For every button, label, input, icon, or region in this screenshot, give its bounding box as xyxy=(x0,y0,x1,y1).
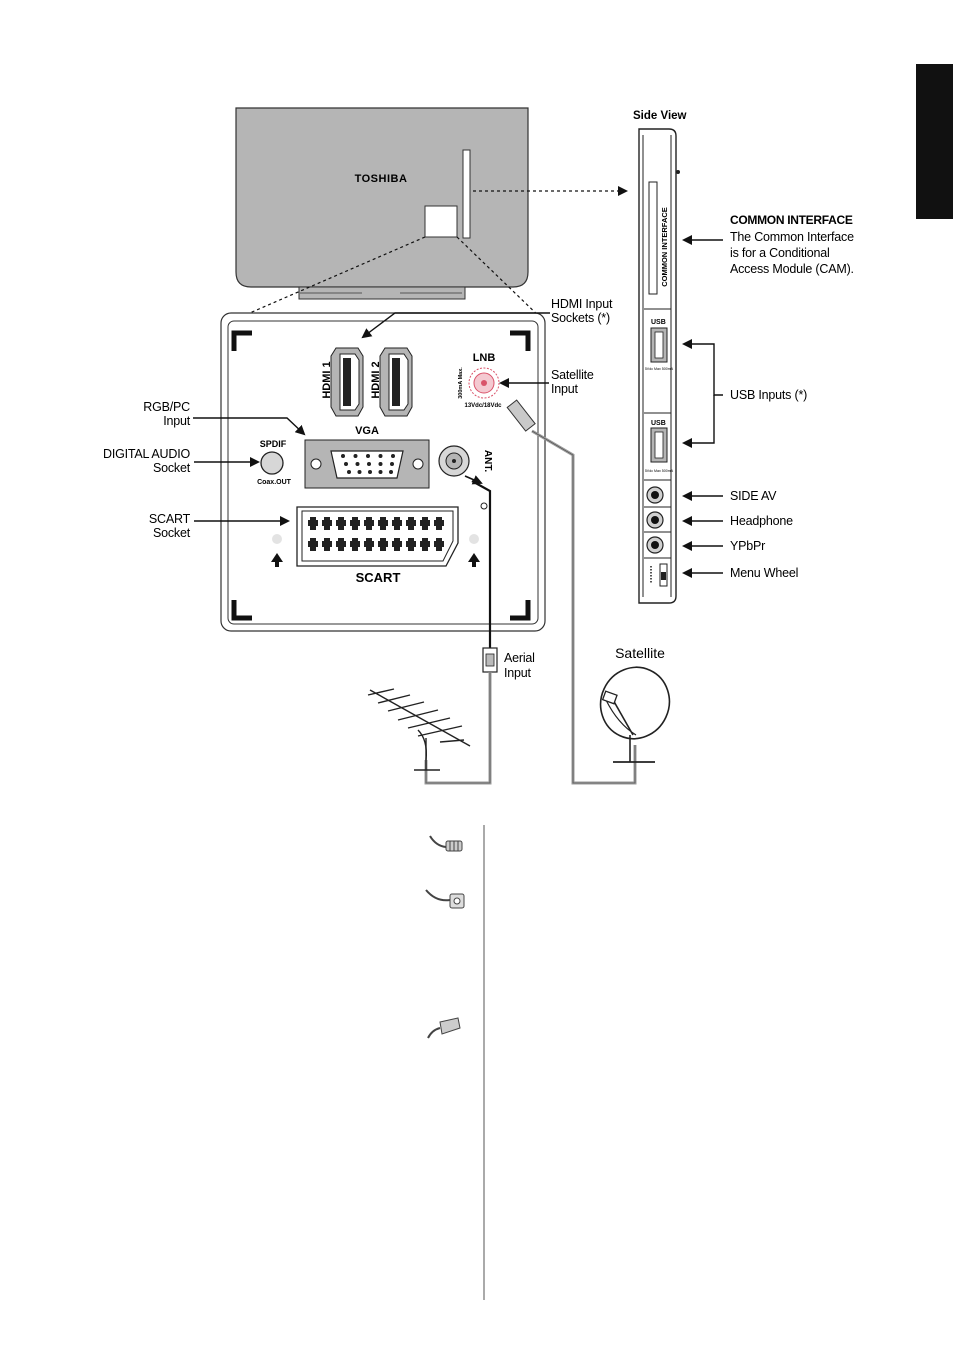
tv-front: TOSHIBA xyxy=(235,107,529,300)
menu-wheel-callout: Menu Wheel xyxy=(730,566,798,580)
hdmi1-socket[interactable] xyxy=(330,347,364,417)
aerial-antenna xyxy=(367,688,471,771)
language-tab xyxy=(916,64,953,219)
usb1-label: USB xyxy=(651,319,666,326)
scart-pin-head xyxy=(392,541,402,547)
side-common-interface-label: COMMON INTERFACE xyxy=(660,207,669,287)
side-av-callout: SIDE AV xyxy=(730,489,777,503)
scart-label: SCART xyxy=(356,570,401,585)
scart-pin-head xyxy=(406,520,416,526)
vga-pin xyxy=(357,470,362,474)
usb1-spec: 5Vdc Max 500mA xyxy=(645,367,674,371)
usb2-spec: 5Vdc Max 500mA xyxy=(645,469,674,473)
vga-pin xyxy=(366,454,370,458)
satellite-plug-icon xyxy=(425,889,465,909)
vga-socket[interactable] xyxy=(304,439,430,489)
vga-pin xyxy=(355,462,360,466)
scart-pin-head xyxy=(392,520,402,526)
vga-pin xyxy=(378,470,383,474)
satellite-dish xyxy=(599,666,671,763)
vga-pin xyxy=(341,454,345,458)
rear-panel: HDMI 1 HDMI 2 LNB 300mA Max. 13Vdc/18Vdc… xyxy=(220,312,546,632)
scart-pin-head xyxy=(364,541,374,547)
aerial-plug-icon xyxy=(429,835,463,852)
ant-label: ANT. xyxy=(482,450,493,472)
lnb-max-label: 300mA Max. xyxy=(458,367,464,399)
usb-inputs-callout: USB Inputs (*) xyxy=(730,388,807,402)
side-view-panel: COMMON INTERFACE USB 5Vdc Max 500mA USB … xyxy=(638,128,680,604)
ypbpr-callout: YPbPr xyxy=(730,539,765,553)
vga-pin xyxy=(390,462,394,466)
scart-pin-head xyxy=(378,520,388,526)
scart-pin-head xyxy=(378,541,388,547)
vga-pin xyxy=(353,454,358,458)
scart-pin-head xyxy=(364,520,374,526)
scart-plug-icon xyxy=(427,1017,461,1039)
coax-out-label: Coax.OUT xyxy=(257,479,292,486)
scart-pin-head xyxy=(322,541,332,547)
vga-pin xyxy=(389,470,393,474)
scart-pin-head xyxy=(434,541,444,547)
vga-pin xyxy=(344,462,348,466)
satellite-title: Satellite xyxy=(615,645,665,661)
hdmi2-label: HDMI 2 xyxy=(370,361,382,398)
satellite-cable xyxy=(506,399,637,785)
vga-pin xyxy=(378,462,383,466)
scart-pin-head xyxy=(336,520,346,526)
scart-pin-head xyxy=(406,541,416,547)
vga-label: VGA xyxy=(355,425,379,437)
scart-pin-head xyxy=(308,541,318,547)
common-interface-title: COMMON INTERFACE xyxy=(730,213,853,227)
side-view-title: Side View xyxy=(633,110,687,122)
ant-socket[interactable] xyxy=(438,445,470,477)
spdif-socket[interactable] xyxy=(260,451,284,475)
usb2-label: USB xyxy=(651,420,666,427)
vga-pin xyxy=(378,454,383,458)
scart-pin-head xyxy=(420,520,430,526)
vga-pins xyxy=(341,454,395,474)
brand-logo: TOSHIBA xyxy=(355,173,408,185)
vga-pin xyxy=(347,470,351,474)
side-av-jack[interactable] xyxy=(646,486,664,504)
hdmi1-label: HDMI 1 xyxy=(321,361,333,398)
aerial-cable xyxy=(424,475,498,785)
lnb-socket[interactable] xyxy=(468,367,500,399)
lnb-volt-label: 13Vdc/18Vdc xyxy=(464,403,502,409)
lnb-label: LNB xyxy=(473,352,496,364)
scart-pin-head xyxy=(308,520,318,526)
headphone-jack[interactable] xyxy=(646,511,664,529)
scart-pin-head xyxy=(350,541,360,547)
common-interface-slot[interactable] xyxy=(648,181,658,295)
ypbpr-jack[interactable] xyxy=(646,536,664,554)
menu-wheel[interactable] xyxy=(650,563,668,587)
hdmi2-socket[interactable] xyxy=(379,347,413,417)
scart-pin-head xyxy=(322,520,332,526)
vga-pin xyxy=(368,470,372,474)
headphone-callout: Headphone xyxy=(730,514,793,528)
scart-pins xyxy=(308,517,444,551)
scart-pin-head xyxy=(350,520,360,526)
vga-pin xyxy=(391,454,395,458)
scart-pin-head xyxy=(336,541,346,547)
spdif-label: SPDIF xyxy=(260,439,287,449)
vga-pin xyxy=(367,462,371,466)
scart-pin-head xyxy=(434,520,444,526)
scart-pin-head xyxy=(420,541,430,547)
scart-socket[interactable] xyxy=(296,506,459,567)
